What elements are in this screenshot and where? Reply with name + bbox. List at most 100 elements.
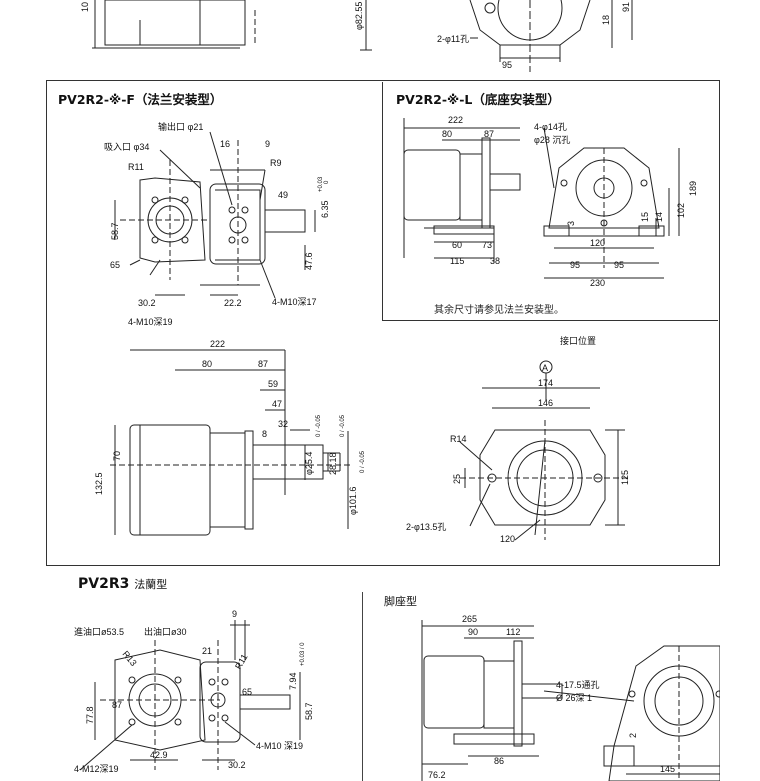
f-m10-17-label: 4-M10深17 [272, 297, 317, 307]
pv2r3-title: PV2R3 法蘭型 [78, 576, 167, 592]
pv2r2-l-view: 222 80 87 60 73 115 38 4-φ14孔 φ28 沉孔 189… [403, 115, 698, 288]
f-inlet-label: 吸入口 φ34 [104, 142, 149, 152]
s-d70-label: 70 [112, 451, 122, 461]
r3-key-label: 7.94 [288, 672, 298, 690]
l-holes-label: 4-φ14孔 [534, 122, 567, 132]
s-d28-label: 28.18 [328, 452, 338, 475]
s-d47-label: 47 [272, 399, 282, 409]
pv2r2-panel-frame [46, 80, 720, 566]
f-d22-label: 22.2 [224, 298, 242, 308]
pv2r3-foot-title: 脚座型 [384, 595, 417, 608]
ft-d2-label: 2 [628, 733, 638, 738]
fl-port-pos-label: 接口位置 [560, 335, 596, 346]
pv2r2-f-side-view: 222 80 87 59 47 32 8 132.5 70 φ25.4 0 / … [94, 339, 366, 536]
l-d38-label: 38 [490, 256, 500, 266]
f-d30-label: 30.2 [138, 298, 156, 308]
pv2r3-flange-view: 進油口ø53.5 出油口ø30 R13 R11 9 21 65 77.8 87 … [74, 609, 314, 774]
l-d120-label: 120 [590, 238, 605, 248]
f-d65-label: 65 [110, 260, 120, 270]
f-m10-19-label: 4-M10深19 [128, 317, 173, 327]
r3-r11-label: R11 [233, 652, 250, 671]
ft-d76-label: 76.2 [428, 770, 446, 780]
fl-d25-label: 25 [452, 474, 462, 484]
s-d80-label: 80 [202, 359, 212, 369]
s-d8-label: 8 [262, 429, 267, 439]
fl-holes-label: 2-φ13.5孔 [406, 522, 446, 532]
r3-outlet-label: 出油口ø30 [144, 626, 187, 637]
r3-r13-label: R13 [120, 649, 138, 668]
f-key-tol-up: +0.03 [318, 176, 324, 192]
s-shaft-label: φ25.4 [304, 452, 314, 475]
r3-d58-label: 58.7 [304, 702, 314, 720]
l-d15-label: 15 [640, 212, 650, 222]
pv2r2-f-title: PV2R2-※-F（法兰安装型） [58, 92, 223, 107]
ft-holes-label: 4-17.5通孔 [556, 680, 600, 690]
f-d49-label: 49 [278, 190, 288, 200]
top-dim-10: 10 [80, 2, 90, 12]
top-holes-label: 2-φ11孔 [437, 34, 469, 44]
fl-d146-label: 146 [538, 398, 553, 408]
f-d16-label: 16 [220, 139, 230, 149]
r3-inlet-label: 進油口ø53.5 [74, 626, 124, 637]
r3-d87-label: 87 [112, 700, 122, 710]
r3-d21-label: 21 [202, 646, 212, 656]
pv2r3-foot-view: 265 90 112 4-17.5通孔 Ø 26深 1 76.2 86 145 … [421, 614, 720, 781]
pv2r2-flange-view: 接口位置 A 174 146 R14 25 125 2-φ13.5孔 120 [406, 335, 630, 544]
r3-m10-label: 4-M10 深19 [256, 741, 303, 751]
l-d222-label: 222 [448, 115, 463, 125]
l-d60-label: 60 [452, 240, 462, 250]
ft-d86-label: 86 [494, 756, 504, 766]
l-d3-label: 3 [566, 221, 576, 226]
l-d80-label: 80 [442, 129, 452, 139]
f-d58-label: 58.7 [110, 222, 120, 240]
s-d32-label: 32 [278, 419, 288, 429]
pv2r3-title-code: PV2R3 [78, 576, 130, 592]
f-key-tol-low: 0 [324, 180, 330, 184]
l-d14-label: 14 [654, 212, 664, 222]
r3-d42-label: 42.9 [150, 750, 168, 760]
f-d9-label: 9 [265, 139, 270, 149]
s-shaft-tol: 0 / -0.05 [316, 414, 322, 437]
top-fragment-drawing: 10 φ82.55 2-φ11孔 95 18 91 [80, 0, 633, 72]
ft-d265-label: 265 [462, 614, 477, 624]
pv2r3-divider [362, 592, 363, 781]
l-d102-label: 102 [676, 203, 686, 218]
l-d73-label: 73 [482, 240, 492, 250]
l-d95a-label: 95 [570, 260, 580, 270]
top-dim-18: 18 [601, 15, 611, 25]
r3-key-tol: +0.03 / 0 [300, 642, 306, 666]
fl-marker-a: A [542, 363, 548, 373]
ft-d112-label: 112 [506, 627, 520, 637]
l-counterbore-label: φ28 沉孔 [534, 135, 570, 145]
top-dim-91: 91 [621, 2, 631, 12]
f-d47-label: 47.6 [304, 252, 314, 270]
ft-d145-label: 145 [660, 764, 675, 774]
s-d222-label: 222 [210, 339, 225, 349]
pv2r2-l-title: PV2R2-※-L（底座安装型） [396, 92, 560, 107]
ft-d90-label: 90 [468, 627, 478, 637]
l-d87-label: 87 [484, 129, 494, 139]
s-pilot-label: φ101.6 [348, 487, 358, 515]
l-d95b-label: 95 [614, 260, 624, 270]
s-d132-label: 132.5 [94, 472, 104, 495]
fl-d174-label: 174 [538, 378, 553, 388]
fl-d120-label: 120 [500, 534, 515, 544]
pv2r2-l-note: 其余尺寸请参见法兰安装型。 [434, 305, 564, 316]
r3-d9-label: 9 [232, 609, 237, 619]
pv2r2-f-front-view: 输出口 φ21 吸入口 φ34 R11 16 9 R9 49 58.7 65 3… [104, 121, 330, 327]
top-dim-95: 95 [502, 60, 512, 70]
l-d189-label: 189 [688, 181, 698, 196]
r3-m12-label: 4-M12深19 [74, 764, 119, 774]
fl-d125-label: 125 [620, 470, 630, 485]
fl-r14-label: R14 [450, 434, 467, 444]
s-d87-label: 87 [258, 359, 268, 369]
s-pilot-tol: 0 / -0.05 [360, 450, 366, 473]
r3-d65-label: 65 [242, 687, 252, 697]
f-r9-label: R9 [270, 158, 282, 168]
top-dim-diameter: φ82.55 [354, 2, 364, 30]
s-d59-label: 59 [268, 379, 278, 389]
ft-counterbore-label: Ø 26深 1 [556, 693, 592, 703]
l-d230-label: 230 [590, 278, 605, 288]
f-outlet-label: 输出口 φ21 [158, 121, 203, 132]
